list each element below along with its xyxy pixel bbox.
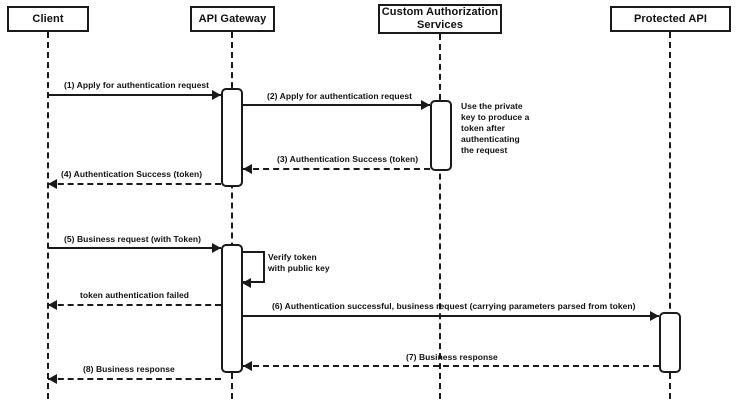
participant-client[interactable]: Client xyxy=(7,6,89,32)
participant-protected-api[interactable]: Protected API xyxy=(610,6,731,32)
protected-api-activation-1 xyxy=(659,312,681,373)
api-gateway-activation-1 xyxy=(221,88,243,187)
msg-8-arrowhead xyxy=(48,374,57,384)
msg-6-label: (6) Authentication successful, business … xyxy=(272,301,636,311)
lifeline-protected-api xyxy=(669,32,671,399)
msg-1-arrowhead xyxy=(212,90,221,100)
lifeline-client xyxy=(47,32,49,399)
msg-4-arrowhead xyxy=(48,179,57,189)
msg-3-arrowhead xyxy=(243,164,252,174)
participant-label-custom-authorization-services: Custom Authorization Services xyxy=(381,6,499,31)
participant-label-protected-api: Protected API xyxy=(633,12,708,25)
msg-token-auth-failed-label: token authentication failed xyxy=(80,290,190,300)
msg-2-line[interactable] xyxy=(243,104,430,106)
participant-label-client: Client xyxy=(32,12,64,25)
lifeline-api-gateway xyxy=(231,32,233,399)
msg-5-line[interactable] xyxy=(48,247,221,249)
msg-4-line[interactable] xyxy=(48,183,221,185)
cas-activation-1 xyxy=(430,100,452,171)
msg-6-arrowhead xyxy=(650,311,659,321)
msg-7-arrowhead xyxy=(243,361,252,371)
msg-2-arrowhead xyxy=(421,100,430,110)
msg-token-auth-failed-arrowhead xyxy=(48,300,57,310)
participant-api-gateway[interactable]: API Gateway xyxy=(190,6,275,32)
msg-3-label: (3) Authentication Success (token) xyxy=(277,154,419,164)
msg-7-label: (7) Business response xyxy=(406,352,498,362)
msg-self-verify-label: Verify token with public key xyxy=(268,252,330,273)
participant-label-api-gateway: API Gateway xyxy=(198,12,267,25)
msg-5-arrowhead xyxy=(212,243,221,253)
msg-self-verify-arrowhead xyxy=(242,278,251,288)
msg-1-line[interactable] xyxy=(48,94,221,96)
msg-4-label: (4) Authentication Success (token) xyxy=(61,169,203,179)
lifeline-custom-authorization-services xyxy=(439,34,441,399)
msg-token-auth-failed-line[interactable] xyxy=(48,304,221,306)
msg-6-line[interactable] xyxy=(243,315,659,317)
msg-7-line[interactable] xyxy=(243,365,659,367)
msg-8-line[interactable] xyxy=(48,378,221,380)
msg-1-label: (1) Apply for authentication request xyxy=(64,80,210,90)
api-gateway-activation-2 xyxy=(221,244,243,373)
msg-3-line[interactable] xyxy=(243,168,430,170)
msg-2-label: (2) Apply for authentication request xyxy=(267,91,413,101)
note-private-key: Use the private key to produce a token a… xyxy=(461,101,530,155)
msg-8-label: (8) Business response xyxy=(83,364,175,374)
msg-5-label: (5) Business request (with Token) xyxy=(64,234,202,244)
participant-custom-authorization-services[interactable]: Custom Authorization Services xyxy=(378,4,502,34)
msg-self-verify-loop[interactable] xyxy=(243,251,265,283)
